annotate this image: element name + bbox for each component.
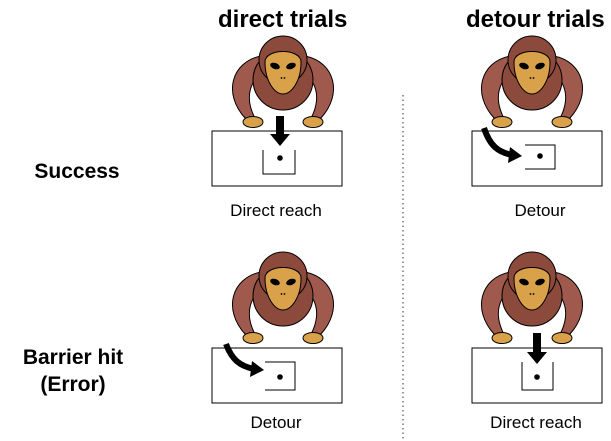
reach-arrowhead <box>508 147 522 163</box>
panel-detour-error <box>471 251 603 404</box>
monkey-figure <box>231 251 335 344</box>
barrier-box <box>525 144 556 170</box>
caption-detour-error: Direct reach <box>490 413 582 432</box>
reach-arrow-curved <box>223 342 255 372</box>
target-dot <box>534 374 540 380</box>
row-label-barrier-hit: Barrier hit (Error) <box>8 344 138 398</box>
panel-direct-success <box>211 35 343 187</box>
caption-direct-success: Direct reach <box>230 201 322 220</box>
barrier-box <box>521 362 554 391</box>
barrier-box <box>265 361 296 391</box>
reach-arrow-straight <box>270 116 290 146</box>
monkey-figure <box>480 35 584 128</box>
target-dot <box>537 153 543 159</box>
column-title-direct: direct trials <box>218 6 348 33</box>
monkey-figure <box>231 35 335 128</box>
target-dot <box>277 374 283 380</box>
barrier-box <box>262 150 296 175</box>
monkey-figure <box>480 251 584 344</box>
reach-arrowhead <box>250 361 264 377</box>
reach-arrow-curved <box>481 126 513 158</box>
caption-direct-error: Detour <box>250 413 302 432</box>
row-label-barrier-hit-line1: Barrier hit <box>22 346 124 369</box>
column-title-detour: detour trials <box>466 6 605 33</box>
reach-arrow-straight <box>527 333 547 364</box>
caption-detour-success: Detour <box>514 201 566 220</box>
panel-direct-error <box>211 251 343 404</box>
table-box <box>471 130 603 187</box>
row-label-success: Success <box>34 160 120 183</box>
panel-detour-success <box>471 35 603 187</box>
target-dot <box>277 155 283 161</box>
row-label-barrier-hit-line2: (Error) <box>40 373 106 396</box>
table-box <box>211 347 343 404</box>
